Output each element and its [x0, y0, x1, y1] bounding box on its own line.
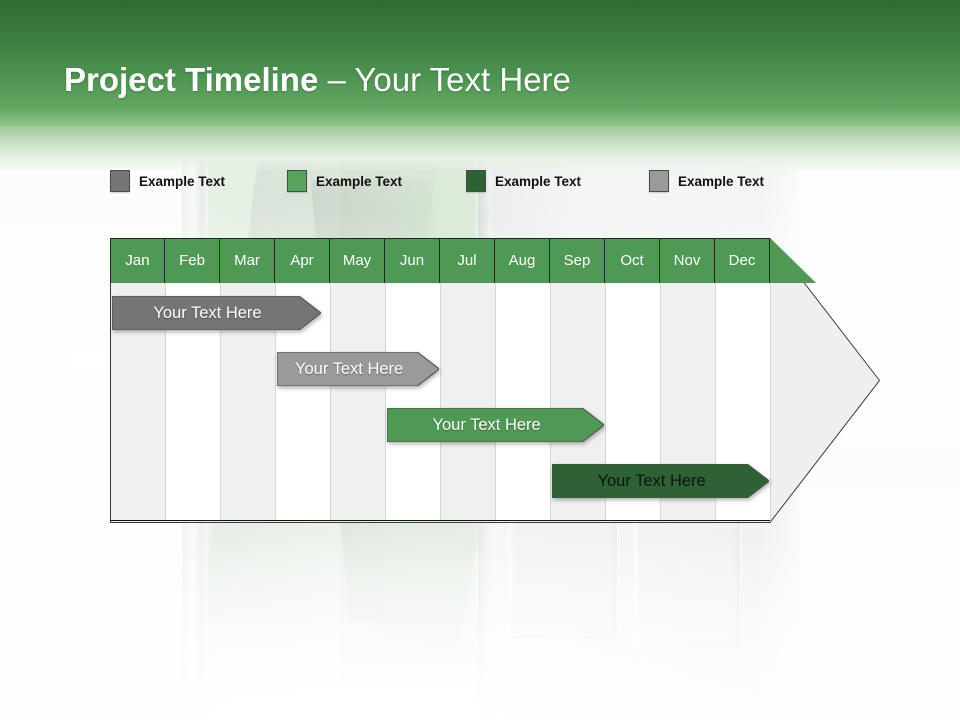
timeline-bar-1[interactable]: Your Text Here: [112, 296, 321, 330]
month-header-sep[interactable]: Sep: [550, 238, 605, 283]
timeline-bar-label: Your Text Here: [597, 471, 706, 490]
legend-item-4[interactable]: Example Text: [649, 170, 764, 192]
legend-swatch-icon-1: [110, 170, 130, 192]
page-title-light: – Your Text Here: [318, 61, 571, 98]
month-header-feb[interactable]: Feb: [165, 238, 220, 283]
legend-swatch-icon-4: [649, 170, 669, 192]
month-header-nov[interactable]: Nov: [660, 238, 715, 283]
grid-column-jun: [386, 283, 441, 520]
legend-swatch-icon-2: [287, 170, 307, 192]
timeline-bar-label: Your Text Here: [153, 303, 262, 322]
header-gradient-fade: [0, 126, 960, 172]
page-title: Project Timeline – Your Text Here: [64, 60, 571, 100]
legend-item-3[interactable]: Example Text: [466, 170, 581, 192]
month-header-jan[interactable]: Jan: [110, 238, 165, 283]
timeline-bar-shape-1: [112, 296, 321, 330]
legend-item-label: Example Text: [678, 173, 765, 189]
timeline-bar-3[interactable]: Your Text Here: [387, 408, 605, 442]
timeline-bar-shape-3: [387, 408, 605, 442]
month-header-jul[interactable]: Jul: [440, 238, 495, 283]
legend: Example Text Example Text Example Text Exam…: [0, 168, 960, 198]
timeline-bar-shape-4: [552, 464, 770, 498]
grid-column-jul: [441, 283, 496, 520]
month-header-oct[interactable]: Oct: [605, 238, 660, 283]
month-header-dec[interactable]: Dec: [715, 238, 770, 283]
grid-column-may: [331, 283, 386, 520]
legend-item-1[interactable]: Example Text: [110, 170, 225, 192]
timeline-bar-label: Your Text Here: [432, 415, 541, 434]
month-header-apr[interactable]: Apr: [275, 238, 330, 283]
legend-item-label: Example Text: [495, 173, 582, 189]
header-banner: [0, 0, 960, 126]
grid-column-aug: [496, 283, 551, 520]
legend-swatch-icon-3: [466, 170, 486, 192]
month-header-jun[interactable]: Jun: [385, 238, 440, 283]
timeline-bar-shape-2: [277, 352, 440, 386]
timeline-bar-2[interactable]: Your Text Here: [277, 352, 440, 386]
legend-item-label: Example Text: [139, 173, 226, 189]
legend-item-2[interactable]: Example Text: [287, 170, 402, 192]
month-header-arrow-cap: [770, 238, 816, 283]
month-header-may[interactable]: May: [330, 238, 385, 283]
month-header-top-rule: [110, 238, 770, 239]
month-header-aug[interactable]: Aug: [495, 238, 550, 283]
month-header-mar[interactable]: Mar: [220, 238, 275, 283]
legend-item-label: Example Text: [316, 173, 403, 189]
timeline-bar-4[interactable]: Your Text Here: [552, 464, 770, 498]
page-title-strong: Project Timeline: [64, 61, 319, 98]
timeline-bar-label: Your Text Here: [295, 359, 404, 378]
